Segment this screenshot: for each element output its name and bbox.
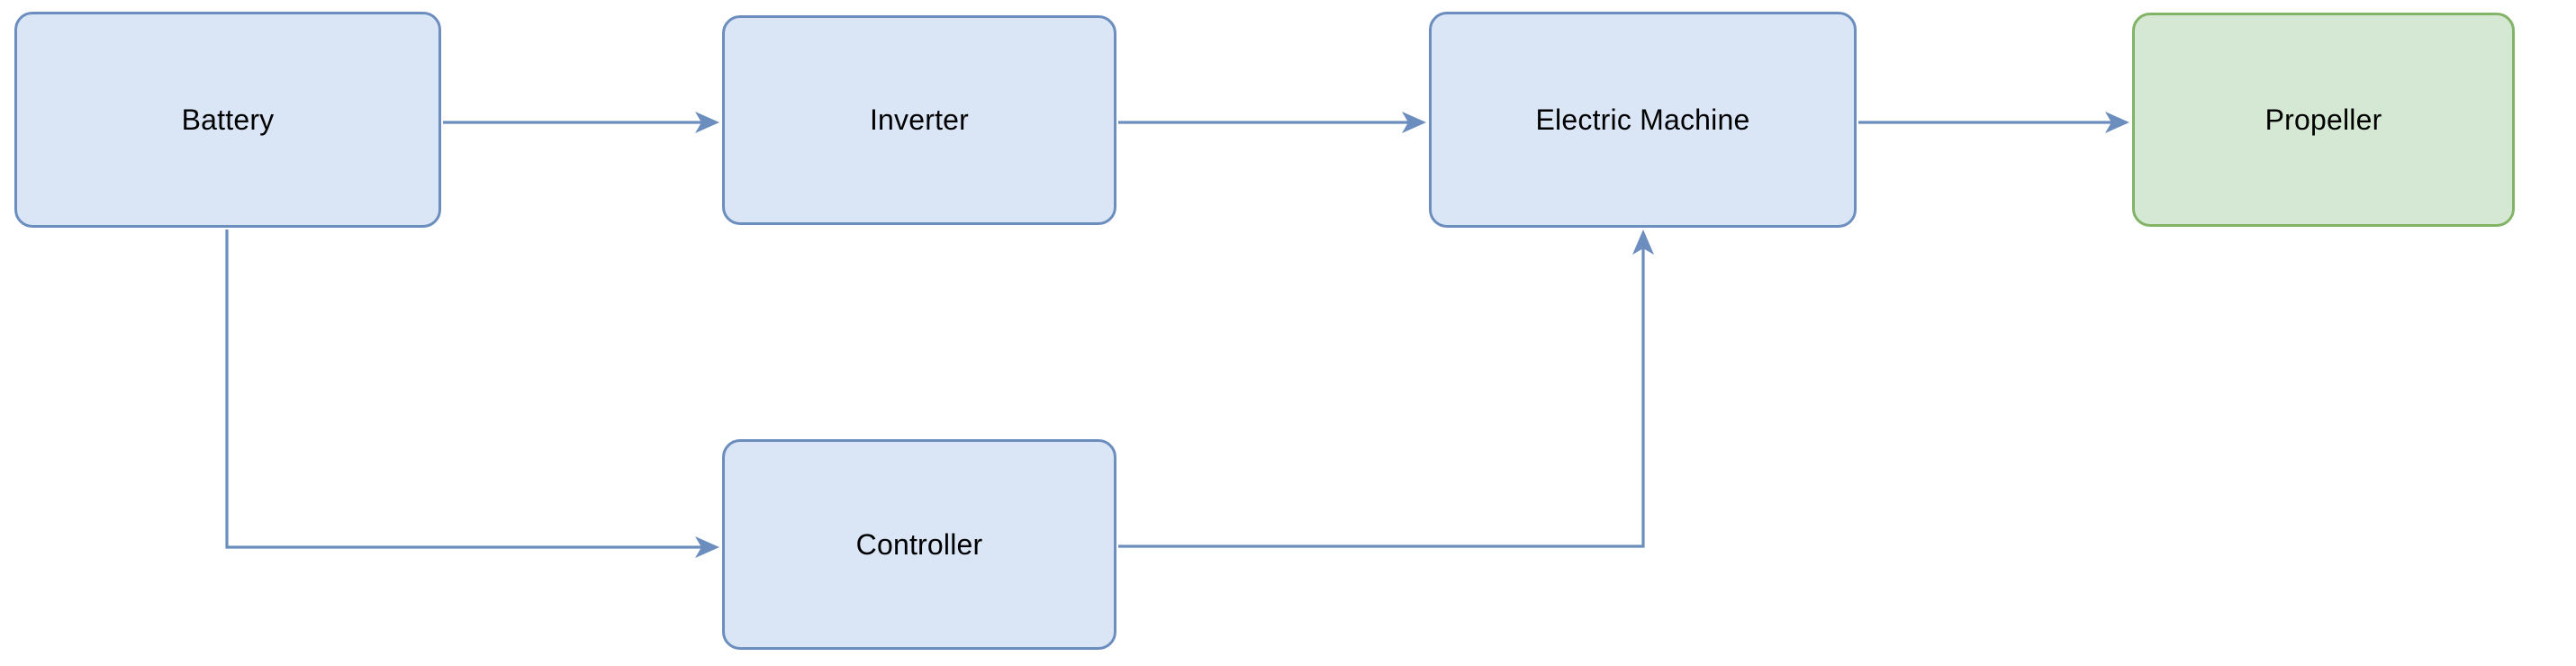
node-battery-label: Battery xyxy=(181,103,275,136)
arrowhead-up-icon xyxy=(1632,230,1654,255)
edge-electric-machine-to-propeller[interactable] xyxy=(1858,112,2129,133)
arrowhead-right-icon xyxy=(695,112,719,133)
node-controller-label: Controller xyxy=(855,527,983,561)
node-inverter-label: Inverter xyxy=(869,104,970,137)
node-electric-machine-label: Electric Machine xyxy=(1535,103,1750,136)
node-propeller[interactable]: Propeller xyxy=(2132,13,2515,227)
edge-controller-to-electric-machine[interactable] xyxy=(1118,230,1654,548)
arrowhead-right-icon xyxy=(2105,112,2129,133)
node-battery[interactable]: Battery xyxy=(14,12,441,228)
arrowhead-right-icon xyxy=(1402,112,1426,133)
edge-battery-to-inverter[interactable] xyxy=(443,112,719,133)
node-controller[interactable]: Controller xyxy=(722,439,1116,650)
arrowhead-right-icon xyxy=(695,536,719,558)
edge-inverter-to-electric-machine[interactable] xyxy=(1118,112,1426,133)
node-inverter[interactable]: Inverter xyxy=(722,15,1116,225)
edge-battery-to-controller[interactable] xyxy=(225,230,719,558)
node-propeller-label: Propeller xyxy=(2264,103,2382,136)
node-electric-machine[interactable]: Electric Machine xyxy=(1429,12,1857,228)
